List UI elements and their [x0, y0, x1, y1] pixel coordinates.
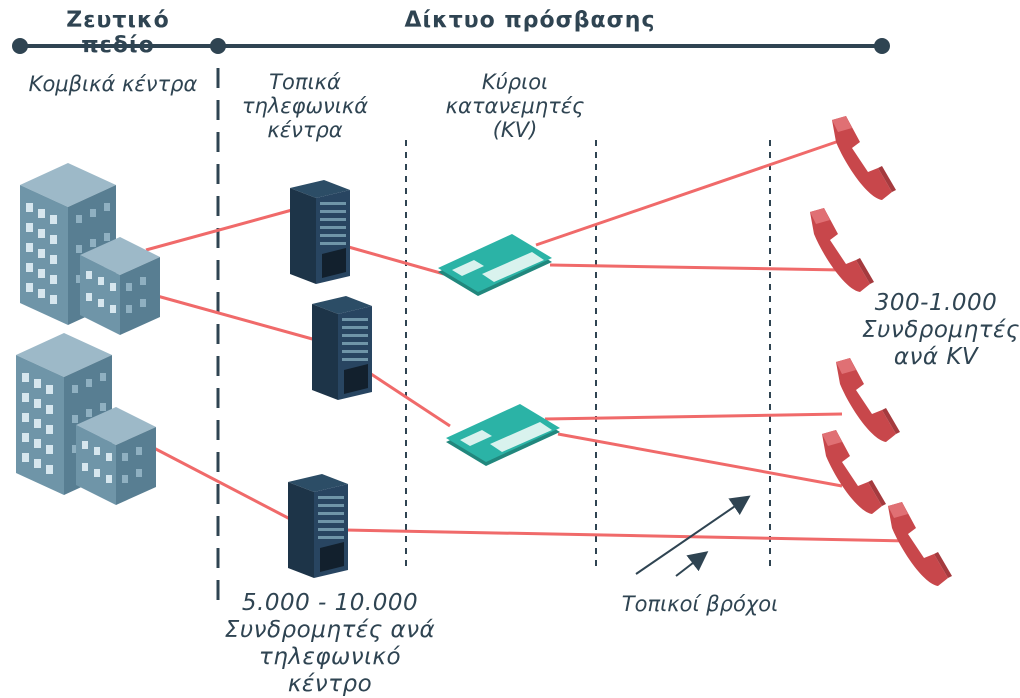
link-node1-ex2 — [149, 292, 317, 342]
access-network-heading: Δίκτυο πρόσβασης — [404, 8, 656, 33]
header-dot-left — [12, 38, 28, 54]
core-field-heading: Ζευτικό πεδίο — [66, 8, 170, 58]
subscribers-per-kv-label: 300-1.000 Συνδρομητές ανά KV — [862, 290, 1020, 370]
node-centers-label: Κομβικά κέντρα — [28, 72, 198, 96]
link-ex2-kv2 — [367, 370, 451, 428]
distributor-box-icon — [446, 404, 560, 466]
local-loops-label: Τοπικοί βρόχοι — [621, 592, 779, 616]
office-building-icon — [16, 333, 156, 505]
arrow-local-loop-2 — [675, 551, 709, 577]
telephone-handset-icon — [810, 208, 874, 292]
connection-lines — [145, 138, 911, 543]
link-kv2-phone3 — [544, 412, 843, 421]
telephone-handset-icon — [822, 430, 886, 514]
office-building-icon — [20, 163, 160, 335]
network-diagram — [12, 38, 952, 600]
telephone-handset-icon — [888, 502, 952, 586]
header-dot-right — [874, 38, 890, 54]
link-node1-ex1 — [145, 208, 293, 252]
telephone-handset-icon — [832, 116, 896, 200]
link-node2-ex3 — [149, 444, 293, 522]
exchange-rack-icon — [290, 180, 350, 284]
link-kv1-phone1 — [535, 138, 843, 247]
link-kv1-phone2 — [549, 263, 843, 272]
subscribers-per-exchange-label: 5.000 - 10.000 Συνδρομητές ανά τηλεφωνικ… — [224, 590, 436, 697]
exchange-rack-icon — [288, 474, 348, 578]
header-dot-middle — [210, 38, 226, 54]
link-ex1-kv1 — [344, 244, 445, 276]
link-ex3-phone5 — [344, 528, 911, 543]
distributor-box-icon — [438, 234, 552, 296]
exchange-rack-icon — [312, 296, 372, 400]
arrow-local-loop-1 — [635, 495, 751, 575]
main-distributors-label: Κύριοι κατανεμητές (KV) — [445, 70, 585, 142]
link-kv2-phone4 — [557, 432, 843, 488]
local-exchanges-label: Τοπικά τηλεφωνικά κέντρα — [241, 70, 369, 142]
